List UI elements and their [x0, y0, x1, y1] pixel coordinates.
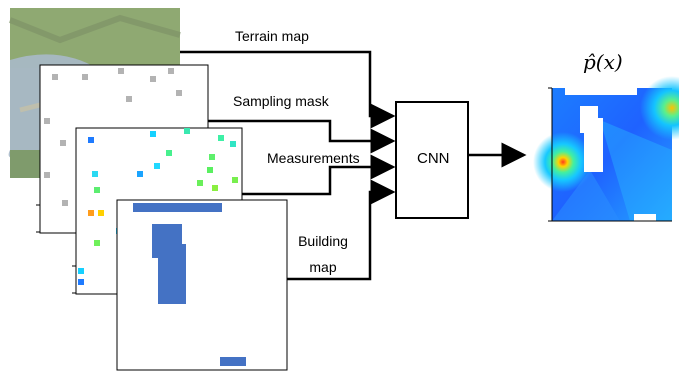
building-map-label-line2: map	[309, 259, 337, 275]
mask-arrow	[208, 119, 396, 154]
sampling-mask-label: Sampling mask	[233, 93, 329, 109]
cnn-label: CNN	[417, 150, 450, 167]
measurements-label: Measurements	[267, 150, 360, 166]
output-heatmap	[533, 76, 679, 222]
building-map-label-line1: Building	[298, 233, 348, 249]
building-map-label: Building map	[293, 228, 353, 280]
terrain-arrow	[180, 50, 396, 129]
terrain-map-label: Terrain map	[235, 28, 309, 44]
measurements-arrow	[242, 154, 396, 196]
connections	[180, 50, 527, 281]
output-label: p̂(x)	[583, 50, 623, 74]
building-map	[116, 199, 288, 371]
building-arrow	[287, 179, 396, 281]
cnn-box	[395, 101, 469, 219]
